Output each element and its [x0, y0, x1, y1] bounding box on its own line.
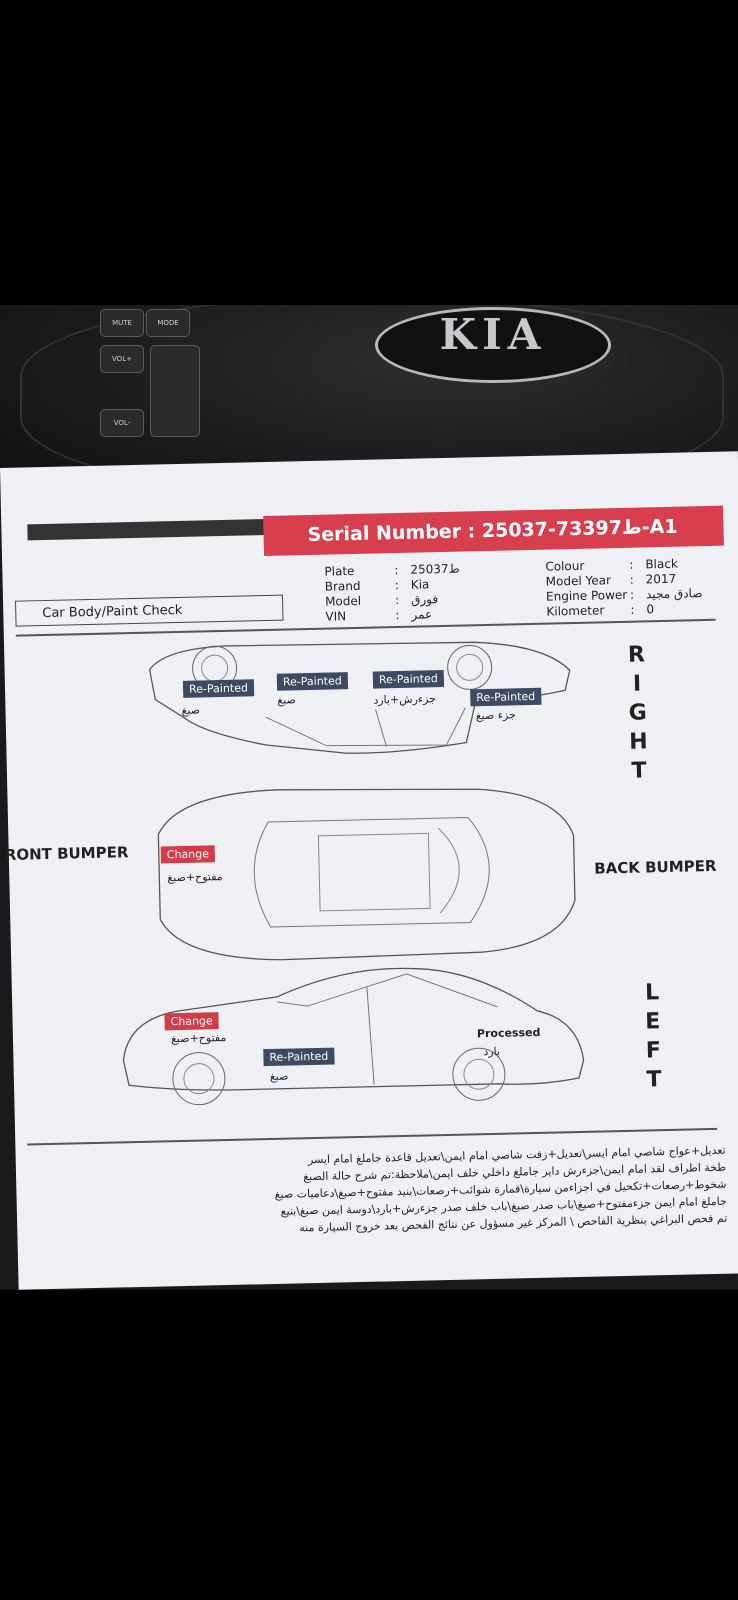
kia-logo: KIA — [375, 307, 611, 383]
vehicle-fields-right: Colour:Black Model Year:2017 Engine Powe… — [545, 556, 703, 620]
left-tag-3: Processed — [476, 1025, 541, 1041]
divider — [27, 1127, 718, 1146]
right-note-2: صبغ — [277, 693, 296, 707]
left-tag-2: Re-Painted — [263, 1047, 335, 1067]
right-tag-2: Re-Painted — [276, 672, 348, 691]
section-title: Car Body/Paint Check — [15, 594, 284, 627]
photo: MUTE MODE VOL+ VOL- KIA Serial Number : … — [0, 305, 738, 1290]
right-tag-4: Re-Painted — [470, 687, 542, 707]
kia-logo-text: KIA — [439, 310, 547, 359]
front-bumper-label: RONT BUMPER — [4, 843, 129, 864]
field-plate: Plate:ط25037 — [324, 561, 460, 579]
serial-value: ط73397-25037-A1 — [481, 515, 678, 543]
serial-label: Serial Number : — [307, 520, 476, 547]
top-tag-1: Change — [160, 845, 216, 864]
right-tag-1: Re-Painted — [182, 679, 255, 698]
left-note-3: بارد — [483, 1044, 501, 1059]
volume-up-button: VOL+ — [100, 345, 144, 373]
inspection-sheet: Serial Number : ط73397-25037-A1 Plate:ط2… — [0, 451, 738, 1290]
volume-down-button: VOL- — [100, 409, 144, 437]
field-kilometer: Kilometer:0 — [546, 602, 655, 619]
left-tag-1: Change — [164, 1012, 219, 1031]
car-top-view-diagram — [157, 788, 576, 961]
header-bar — [27, 518, 268, 541]
left-note-1: مفتوح+صبغ — [170, 1031, 227, 1046]
serial-banner: Serial Number : ط73397-25037-A1 — [263, 505, 724, 557]
right-tag-3: Re-Painted — [372, 669, 444, 689]
field-vin: VIN:عمر — [325, 607, 433, 624]
inspection-notes: تعديل+عواج شاصي امام ايسر\تعديل+زفت شاصي… — [16, 1142, 728, 1243]
mode-button: MODE — [146, 309, 190, 337]
mute-button: MUTE — [100, 309, 144, 337]
top-note-1: مفتوح+صبغ — [167, 870, 223, 885]
right-note-3: جزءرش+بارد — [373, 692, 437, 707]
vehicle-fields-left: Plate:ط25037 Brand:Kia Model:فورق VIN:عم… — [324, 562, 461, 625]
right-note-1: صبغ — [181, 703, 201, 717]
right-note-4: جزء صبغ — [475, 708, 516, 723]
seek-rocker — [150, 345, 200, 437]
car-left-side-diagram — [122, 967, 585, 1106]
back-bumper-label: BACK BUMPER — [594, 856, 717, 878]
left-note-2: صبغ — [269, 1069, 289, 1084]
